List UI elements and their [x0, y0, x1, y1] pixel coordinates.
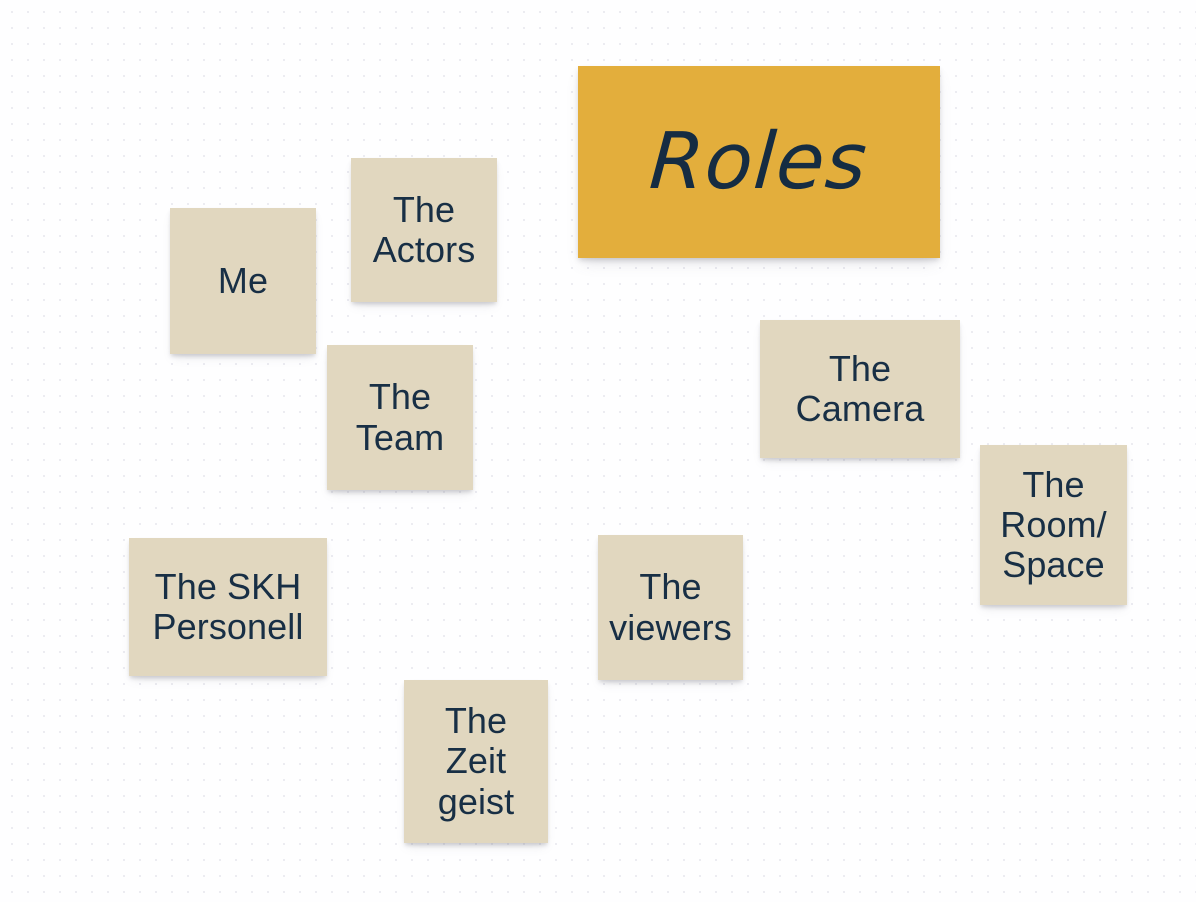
sticky-card-the-camera[interactable]: The Camera [760, 320, 960, 458]
sticky-card-the-skh-personell[interactable]: The SKH Personell [129, 538, 327, 676]
sticky-card-the-actors[interactable]: The Actors [351, 158, 497, 302]
title-card-roles[interactable]: Roles [578, 66, 940, 258]
sticky-card-label: The viewers [609, 566, 732, 648]
sticky-card-the-zeitgeist[interactable]: The Zeit geist [404, 680, 548, 843]
sticky-card-the-viewers[interactable]: The viewers [598, 535, 743, 680]
sticky-card-label: The Team [355, 376, 445, 458]
sticky-card-label: Me [217, 259, 269, 301]
sticky-card-label: The Camera [795, 347, 925, 429]
sticky-card-label: The SKH Personell [152, 565, 304, 647]
sticky-card-me[interactable]: Me [170, 208, 316, 354]
sticky-card-the-team[interactable]: The Team [327, 345, 473, 490]
sticky-card-label: The Room/ Space [1000, 463, 1107, 586]
sticky-card-label: The Actors [372, 188, 476, 270]
sticky-card-label: The Zeit geist [437, 700, 515, 822]
title-card-label: Roles [647, 117, 871, 207]
sticky-card-the-room-space[interactable]: The Room/ Space [980, 445, 1127, 605]
